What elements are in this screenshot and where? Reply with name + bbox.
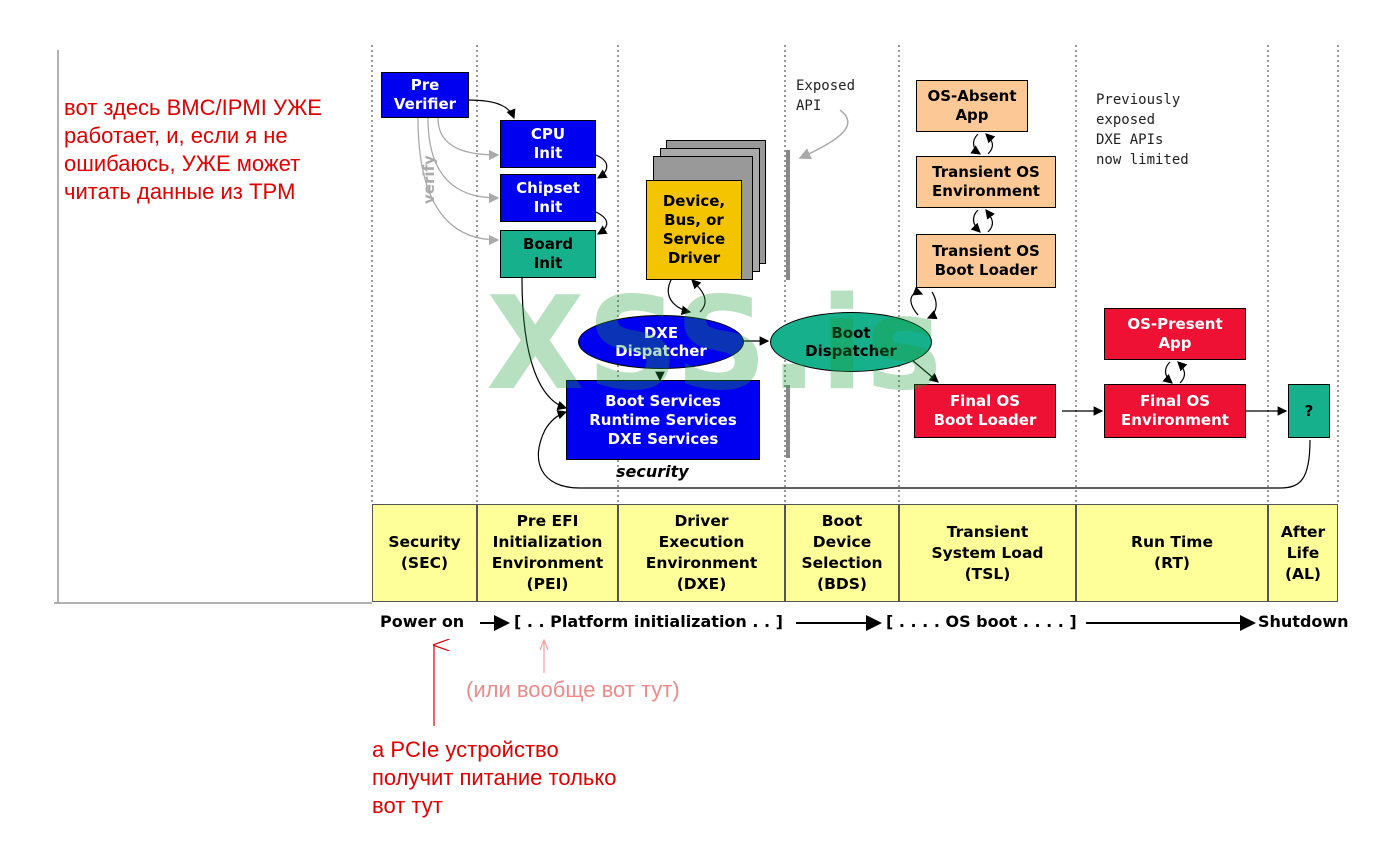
timeline-power-on: Power on — [380, 612, 465, 631]
annotation-pcie-power: а PCIe устройство получит питание только… — [372, 737, 617, 818]
pre-verifier-box: Pre Verifier — [381, 72, 469, 118]
after-life-unknown-box: ? — [1288, 384, 1330, 438]
dxe-dispatcher-ellipse: DXE Dispatcher — [578, 315, 744, 369]
phase-tsl: Transient System Load (TSL) — [899, 504, 1076, 602]
final-os-environment-box: Final OS Environment — [1104, 384, 1246, 438]
services-box: Boot Services Runtime Services DXE Servi… — [566, 380, 760, 460]
phase-al: After Life (AL) — [1268, 504, 1338, 602]
os-present-app-box: OS-Present App — [1104, 308, 1246, 360]
phase-sec: Security (SEC) — [372, 504, 477, 602]
exposed-api-note: Exposed API — [796, 78, 856, 114]
phase-rt: Run Time (RT) — [1076, 504, 1268, 602]
security-label: security — [616, 462, 689, 481]
chipset-init-box: Chipset Init — [500, 174, 596, 222]
os-absent-app-box: OS-Absent App — [916, 80, 1028, 132]
cpu-init-box: CPU Init — [500, 120, 596, 168]
board-init-box: Board Init — [500, 230, 596, 278]
transient-os-environment-box: Transient OS Environment — [916, 156, 1056, 208]
device-driver-box: Device, Bus, or Service Driver — [646, 180, 742, 280]
boot-dispatcher-ellipse: Boot Dispatcher — [770, 312, 932, 372]
final-os-boot-loader-box: Final OS Boot Loader — [914, 384, 1056, 438]
timeline-shutdown: Shutdown — [1258, 612, 1349, 631]
timeline-platform-init: [ . . Platform initialization . . ] — [514, 612, 783, 631]
annotation-or-here: (или вообще вот тут) — [466, 677, 680, 702]
transient-os-boot-loader-box: Transient OS Boot Loader — [916, 234, 1056, 288]
phase-pei: Pre EFI Initialization Environment (PEI) — [477, 504, 618, 602]
phase-bds: Boot Device Selection (BDS) — [785, 504, 899, 602]
previously-exposed-note: Previously exposed DXE APIs now limited — [1096, 92, 1189, 168]
timeline-os-boot: [ . . . . OS boot . . . . ] — [886, 612, 1077, 631]
annotation-bmc-ipmi: вот здесь BMC/IPMI УЖЕ работает, и, если… — [64, 95, 322, 204]
phase-dxe: Driver Execution Environment (DXE) — [618, 504, 785, 602]
verify-label: verify — [420, 155, 438, 204]
